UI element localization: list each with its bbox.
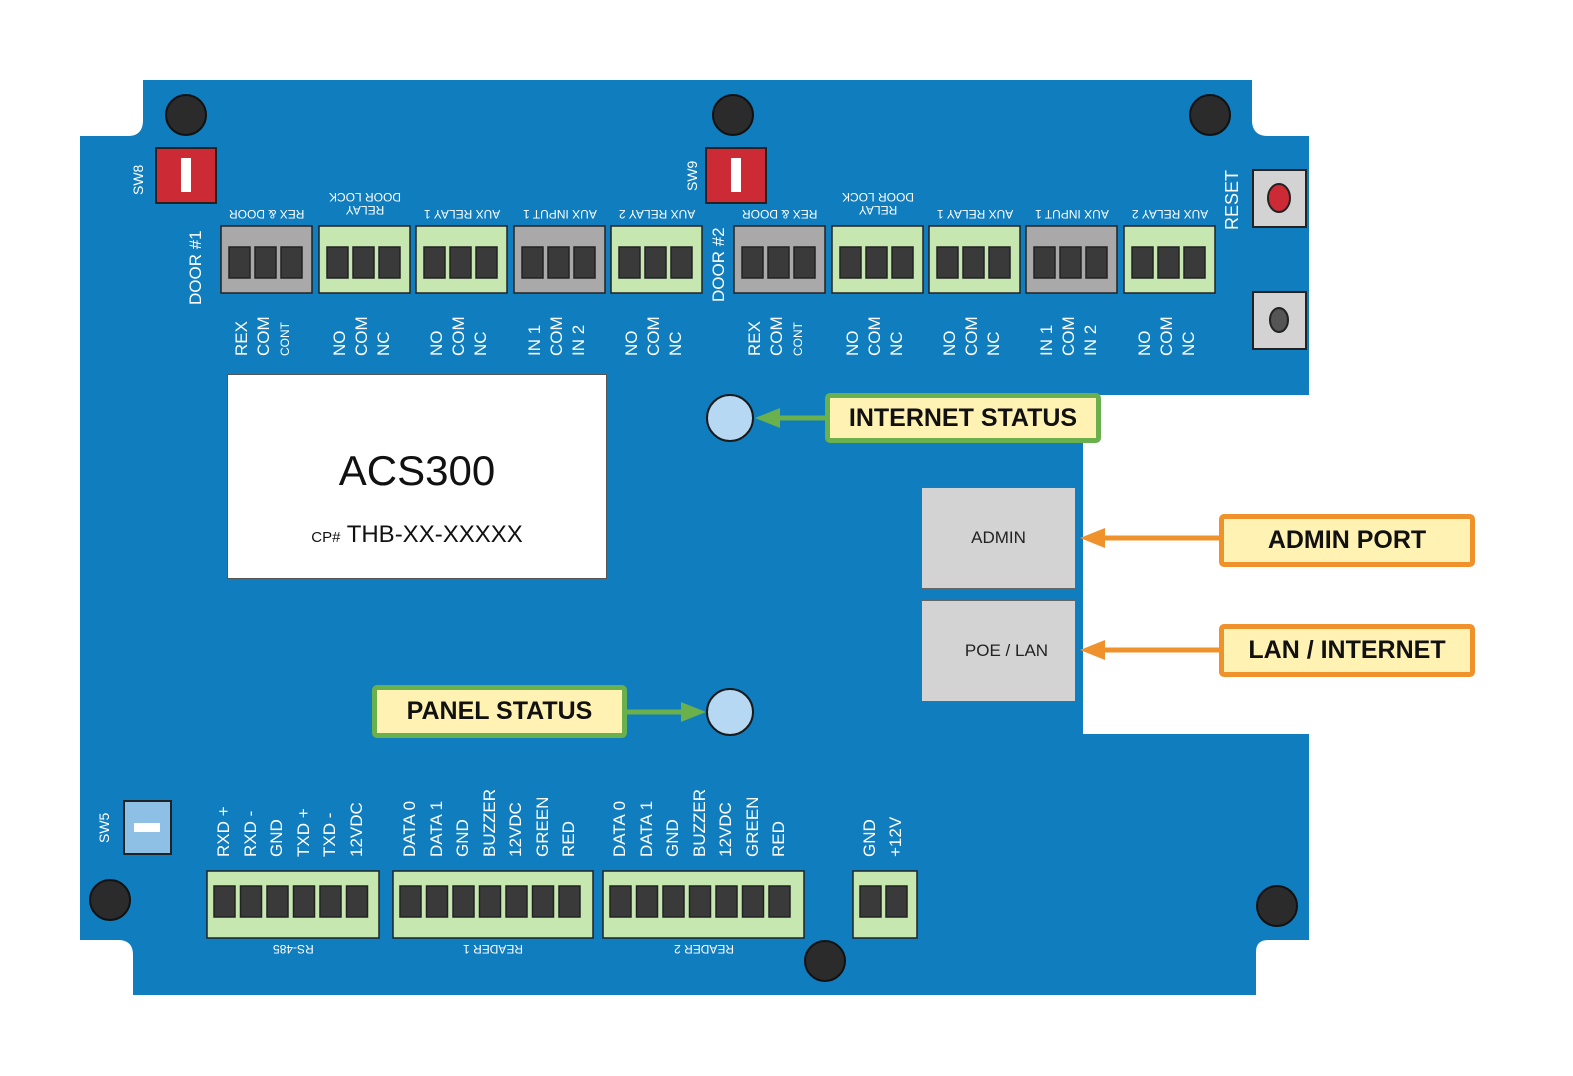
terminal-screw [618,246,641,279]
terminal-title: AUX RELAY 2 [1131,207,1208,221]
terminal-screw [767,246,790,279]
terminal-screw [741,885,765,918]
terminal-title: READER 1 [463,942,524,956]
terminal-screw [936,246,959,279]
internet-status-arrow [755,408,826,428]
terminal-screw [478,885,502,918]
terminal-screw [213,885,236,918]
terminal-screw [1085,246,1108,279]
terminal-screw [644,246,667,279]
terminal-title: READER 2 [673,942,734,956]
lan-internet-callout: LAN / INTERNET [1219,624,1475,677]
terminal-title: AUX RELAY 2 [618,207,695,221]
terminal-screw [228,246,251,279]
terminal-screw [531,885,555,918]
mounting-hole [165,94,207,136]
admin-port-callout: ADMIN PORT [1219,514,1475,567]
terminal-screw [609,885,632,918]
terminal-screw [449,246,472,279]
terminal-screw [962,246,985,279]
terminal-screw [352,246,375,279]
terminal-title: RS-485 [272,942,314,956]
reset-button [1267,183,1291,213]
admin-port-arrow [1080,528,1220,548]
terminal-screw [715,885,738,918]
terminal-screw [670,246,693,279]
terminal-screw [266,885,289,918]
aux-button [1269,307,1289,333]
terminal-screw [635,885,659,918]
terminal-screw [423,246,446,279]
terminal-screw [547,246,570,279]
terminal-title: AUX RELAY 1 [936,207,1013,221]
terminal-screw [319,885,342,918]
terminal-screw [1033,246,1056,279]
mounting-hole [712,94,754,136]
terminal-screw [558,885,581,918]
panel-status-arrow [626,702,706,722]
terminal-screw [662,885,685,918]
terminal-title: REX & DOOR [229,207,305,221]
panel-status-callout: PANEL STATUS [372,685,627,738]
terminal-screw [280,246,303,279]
lan-internet-arrow [1080,640,1220,660]
terminal-screw [452,885,475,918]
terminal-screw [345,885,369,918]
aux-button-housing [1252,291,1307,350]
mounting-hole [1256,885,1298,927]
internet-status-led [706,394,754,442]
terminal-screw [741,246,764,279]
terminal-screw [988,246,1011,279]
cp-number: CP# THB-XX-XXXXX [311,521,523,548]
terminal-screw [239,885,263,918]
admin-port[interactable]: ADMIN [921,487,1076,589]
terminal-title: AUX INPUT 1 [1034,207,1109,221]
terminal-screw [475,246,498,279]
panel-status-led [706,688,754,736]
terminal-screw [768,885,791,918]
terminal-screw [425,885,449,918]
terminal-screw [521,246,544,279]
terminal-screw [1183,246,1206,279]
terminal-title: AUX RELAY 1 [423,207,500,221]
terminal-screw [839,246,862,279]
terminal-screw [378,246,401,279]
terminal-screw [793,246,816,279]
terminal-screw [859,885,882,918]
terminal-screw [292,885,316,918]
mounting-hole [89,879,131,921]
internet-status-callout: INTERNET STATUS [825,393,1101,443]
circuit-board [80,80,1309,995]
model-name: ACS300 [338,447,496,494]
terminal-screw [891,246,914,279]
terminal-screw [326,246,349,279]
terminal-screw [1157,246,1180,279]
terminal-screw [885,885,908,918]
terminal-screw [573,246,596,279]
terminal-screw [1131,246,1154,279]
product-label: ACS300 CP# THB-XX-XXXXX [227,374,607,579]
terminal-screw [688,885,712,918]
terminal-screw [399,885,422,918]
poe-lan-port[interactable]: POE / LAN [921,600,1076,702]
terminal-screw [505,885,528,918]
terminal-screw [1059,246,1082,279]
terminal-title: AUX INPUT 1 [522,207,597,221]
terminal-screw [865,246,888,279]
terminal-title: REX & DOOR [742,207,818,221]
mounting-hole [804,940,846,982]
mounting-hole [1189,94,1231,136]
terminal-screw [254,246,277,279]
